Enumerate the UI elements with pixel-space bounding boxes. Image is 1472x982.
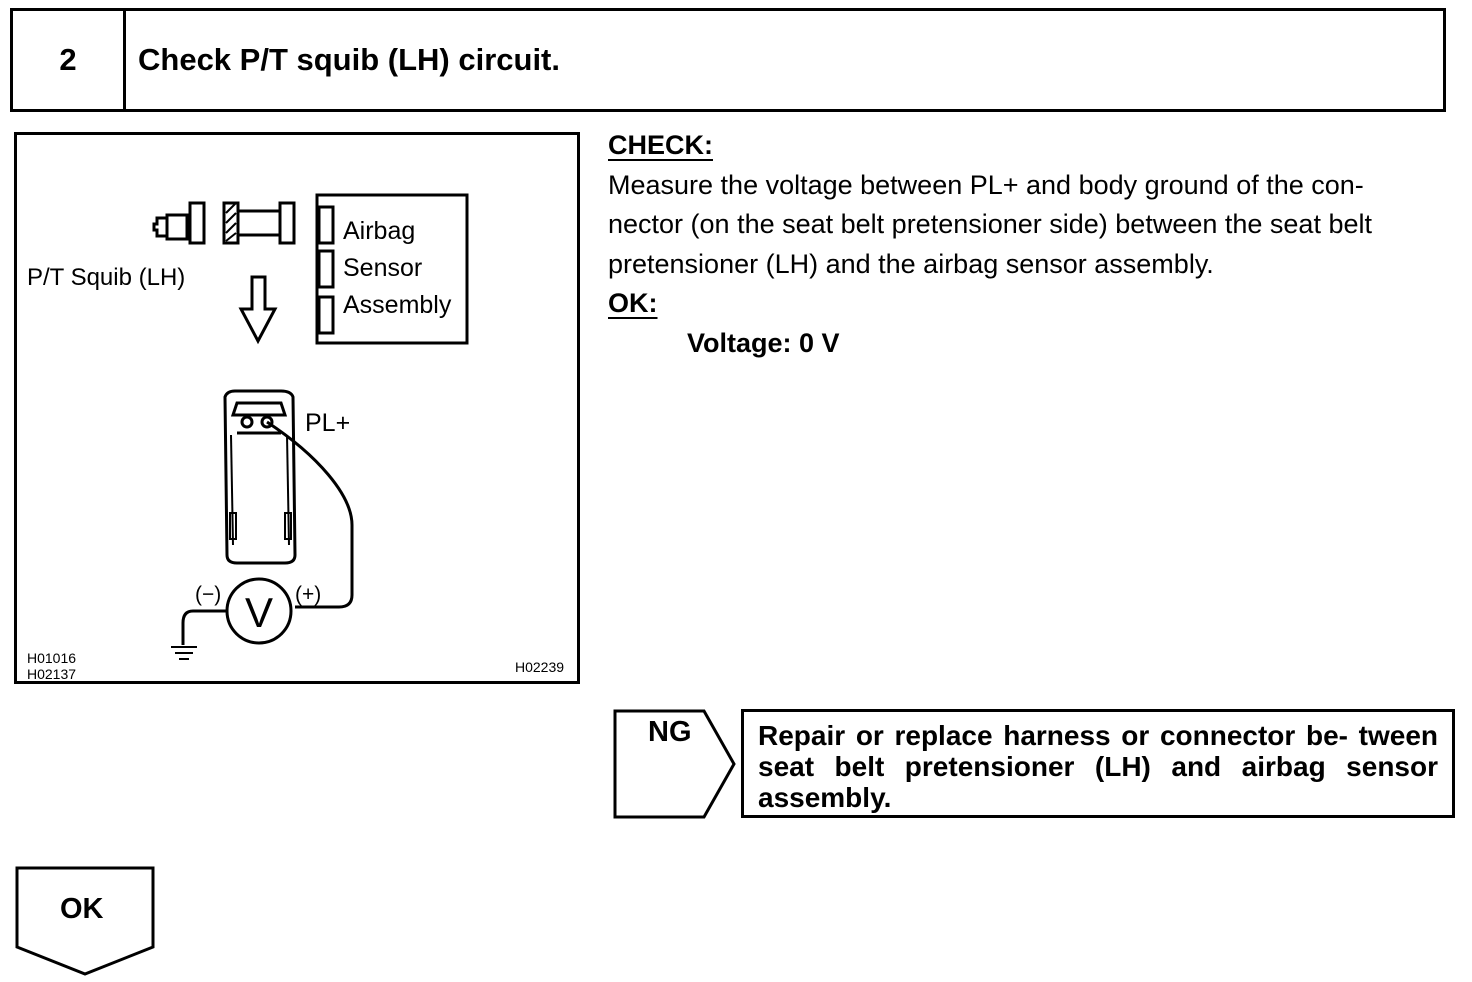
ng-label: NG: [648, 716, 692, 748]
connector-face-icon: [223, 389, 297, 565]
connector-diagram: P/T Squib (LH) Airbag Sensor Assembly PL…: [27, 193, 564, 681]
positive-terminal-label: (+): [295, 583, 321, 606]
voltmeter-icon: V: [225, 577, 293, 645]
ok-arrow-tag: [15, 866, 155, 976]
figure-code-left-2: H02137: [27, 666, 76, 681]
check-line-3: pretensioner (LH) and the airbag sensor …: [608, 248, 1214, 279]
ng-action-box: Repair or replace harness or connector b…: [741, 709, 1455, 818]
step-header: 2 Check P/T squib (LH) circuit.: [10, 8, 1446, 112]
squib-label: P/T Squib (LH): [27, 264, 185, 291]
airbag-sensor-box-icon: [315, 193, 469, 345]
sensor-label-line-1: Airbag: [343, 217, 415, 245]
ground-symbol-icon: [171, 646, 197, 660]
check-heading: CHECK:: [608, 130, 713, 160]
sensor-label-line-2: Sensor: [343, 254, 422, 282]
voltage-spec: Voltage: 0 V: [687, 327, 840, 358]
step-title: Check P/T squib (LH) circuit.: [138, 42, 560, 77]
meter-symbol: V: [245, 589, 273, 636]
check-section: CHECK: Measure the voltage between PL+ a…: [608, 126, 1458, 363]
negative-terminal-label: (−): [195, 583, 221, 606]
ground-wire: [181, 609, 227, 645]
illustration: P/T Squib (LH) Airbag Sensor Assembly PL…: [14, 132, 580, 684]
step-number: 2: [13, 11, 126, 109]
squib-connector-icon: [152, 201, 296, 245]
figure-code-left-1: H01016: [27, 650, 76, 666]
down-arrow-icon: [238, 275, 278, 345]
positive-probe-wire: [266, 420, 354, 609]
ok-label: OK: [60, 893, 104, 925]
ng-arrow-tag: [613, 709, 736, 819]
check-line-2: nector (on the seat belt pretensioner si…: [608, 209, 1372, 239]
check-line-1: Measure the voltage between PL+ and body…: [608, 169, 1364, 200]
ok-heading: OK:: [608, 288, 658, 318]
figure-code-right: H02239: [515, 659, 564, 675]
terminal-label: PL+: [305, 409, 350, 437]
sensor-label-line-3: Assembly: [343, 291, 452, 319]
